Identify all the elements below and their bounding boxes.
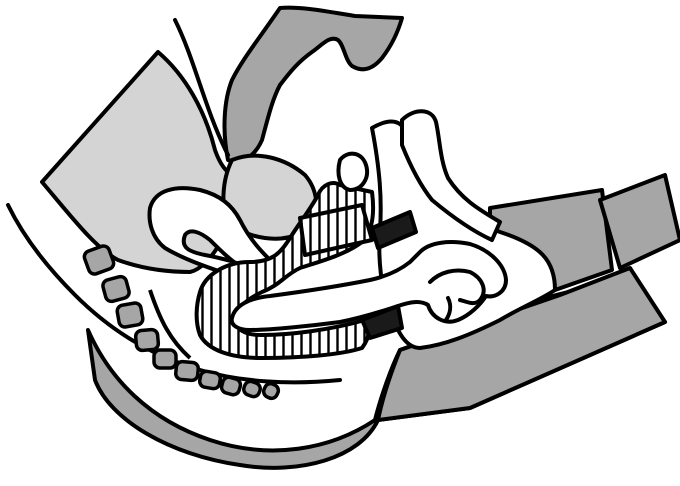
vertebra-segment bbox=[262, 382, 281, 401]
vertebra-segment bbox=[199, 370, 221, 389]
vertebra-segment bbox=[175, 361, 198, 381]
vertebra-segment bbox=[116, 302, 143, 328]
vertebra-segment bbox=[154, 350, 176, 368]
cervix-oval bbox=[338, 154, 367, 190]
vertebra-segment bbox=[102, 275, 131, 302]
vertebra-segment bbox=[83, 244, 116, 275]
vertebra-segment bbox=[135, 329, 159, 351]
vertebra-segment bbox=[220, 376, 242, 396]
